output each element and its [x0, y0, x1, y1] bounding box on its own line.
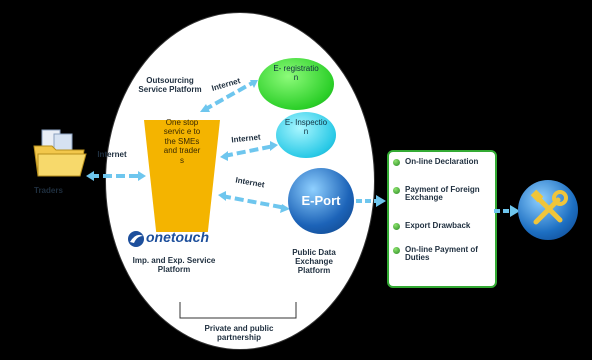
- internet-arrow-low: [218, 191, 290, 213]
- e-registration-label: E- registratio n: [273, 64, 319, 83]
- funnel-text: One stop servic e to the SMEs and trader…: [163, 118, 201, 165]
- internet-left-label: Internet: [97, 150, 127, 159]
- onetouch-logo-icon: onetouch: [126, 229, 226, 248]
- e-inspection-node: [276, 112, 336, 158]
- service-item: Payment of Foreign Exchange: [393, 185, 491, 203]
- bullet-icon: [393, 247, 400, 254]
- folder-icon: [32, 128, 88, 183]
- eport-node: E-Port: [288, 168, 354, 234]
- service-item: Export Drawback: [393, 221, 491, 230]
- e-inspection-label: E- Inspectio n: [284, 118, 328, 137]
- onetouch-text: onetouch: [146, 229, 209, 245]
- services-box: On-line Declaration Payment of Foreign E…: [387, 150, 497, 288]
- bullet-icon: [393, 159, 400, 166]
- imp-exp-label: Imp. and Exp. Service Platform: [132, 256, 216, 275]
- tools-arrow: [494, 205, 520, 217]
- bullet-icon: [393, 187, 400, 194]
- service-item: On-line Declaration: [393, 157, 491, 166]
- eport-arrow: [356, 195, 386, 207]
- traders-label: Traders: [34, 186, 63, 195]
- internet-arrow-left: [86, 171, 146, 181]
- public-data-label: Public Data Exchange Platform: [292, 248, 336, 276]
- internet-arrow-mid: [220, 141, 278, 161]
- e-registration-node: [258, 58, 334, 110]
- bullet-icon: [393, 223, 400, 230]
- tools-icon: [518, 180, 578, 240]
- service-item: On-line Payment of Duties: [393, 245, 491, 263]
- outsourcing-label: Outsourcing Service Platform: [138, 76, 202, 95]
- partnership-bracket: [179, 302, 297, 319]
- partnership-label: Private and public partnership: [204, 324, 274, 343]
- one-stop-funnel: [144, 120, 220, 232]
- internet-arrow-top: [200, 80, 258, 112]
